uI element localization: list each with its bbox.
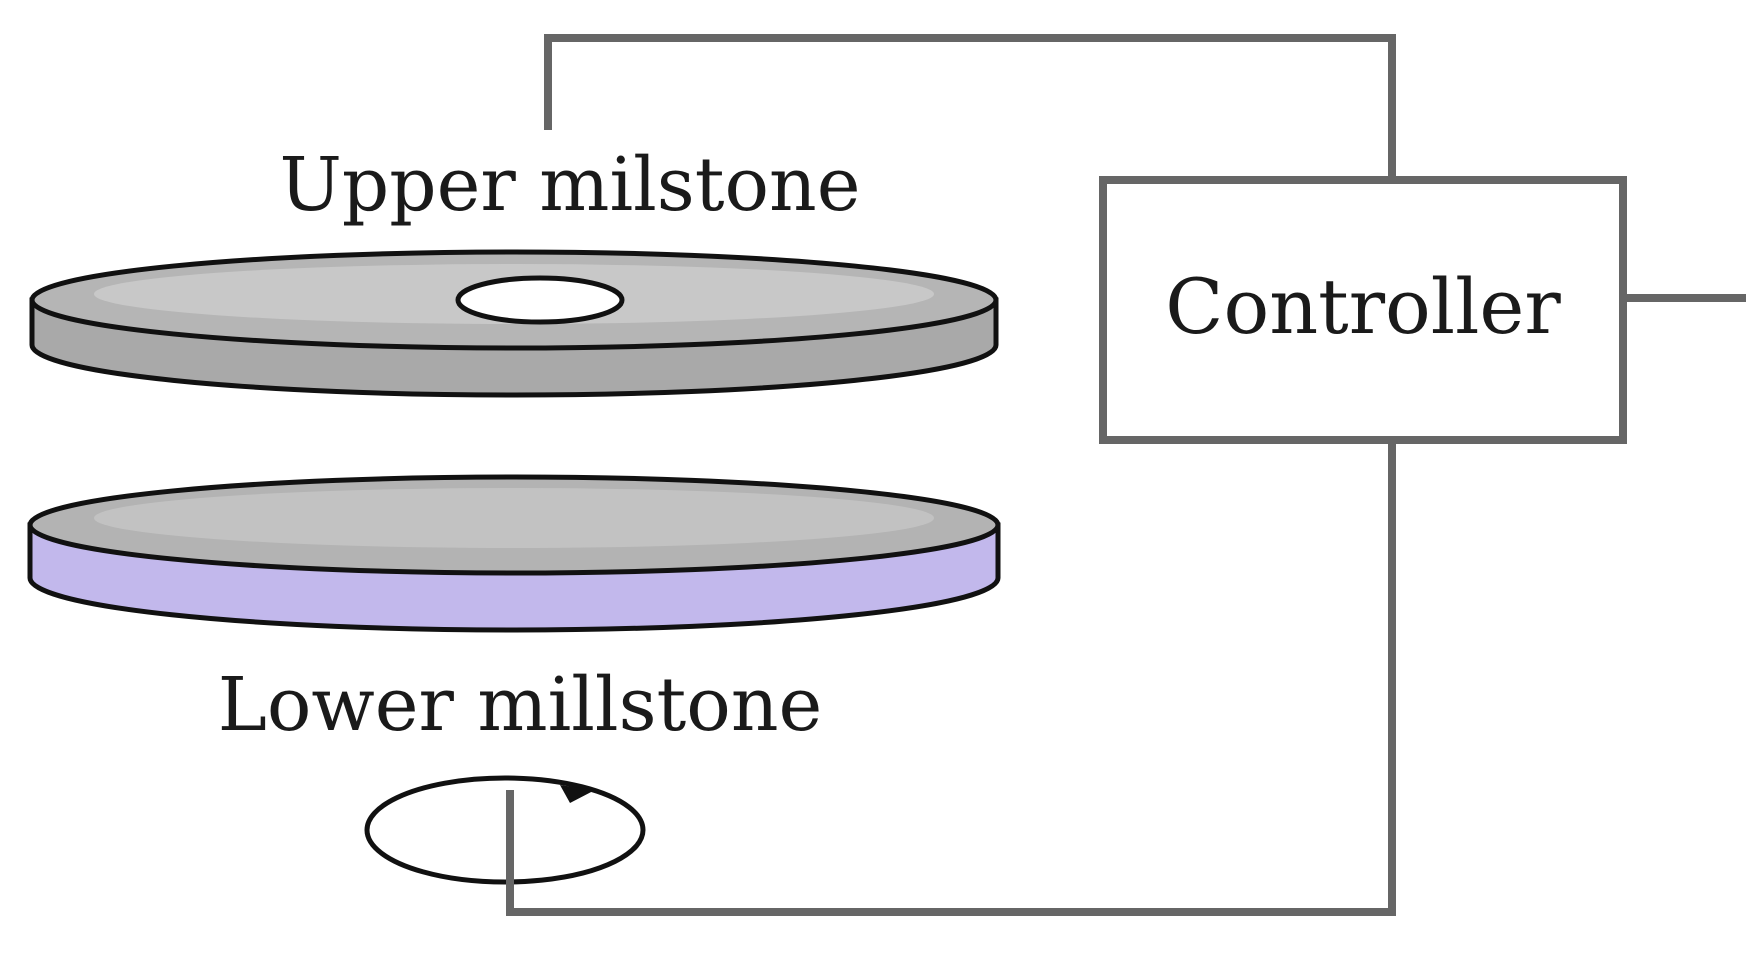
controller-box: Controller [1099,176,1627,444]
upper-millstone [29,249,999,398]
lower-millstone-top-highlight [94,488,934,548]
controller-label: Controller [1165,262,1561,351]
wire-upper-feedback [544,34,1396,180]
upper-millstone-label: Upper milstone [279,142,860,228]
upper-millstone-center-hole [455,275,625,325]
wire-lower-drive [506,440,1396,916]
control-wiring [506,34,1746,916]
lower-millstone-label: Lower millstone [218,662,823,748]
rotation-arrow-icon [364,775,646,885]
lower-millstone [27,474,1001,633]
